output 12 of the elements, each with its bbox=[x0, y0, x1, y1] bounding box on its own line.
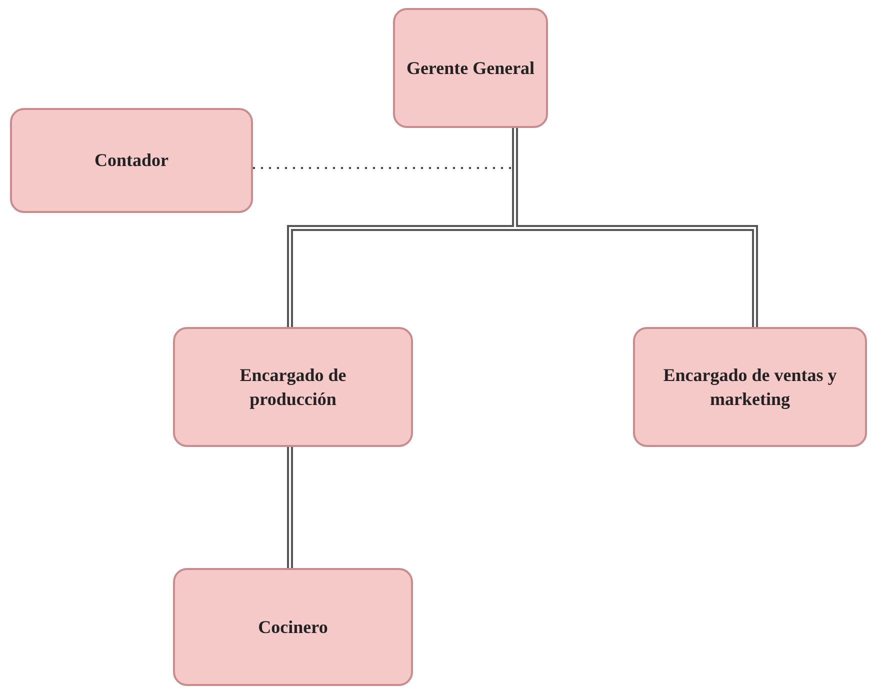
org-box bbox=[173, 568, 413, 686]
org-box bbox=[393, 8, 548, 128]
org-box bbox=[10, 108, 253, 213]
role-title: Encargado de producción bbox=[238, 364, 348, 411]
connector-line bbox=[287, 447, 293, 568]
org-box bbox=[633, 327, 867, 447]
org-box bbox=[173, 327, 413, 447]
role-title: Encargado de ventas y marketing bbox=[662, 364, 838, 411]
role-title: Gerente General bbox=[406, 56, 535, 80]
connector-line bbox=[287, 125, 758, 330]
role-title: Cocinero bbox=[258, 616, 328, 639]
role-title: Contador bbox=[94, 149, 168, 172]
